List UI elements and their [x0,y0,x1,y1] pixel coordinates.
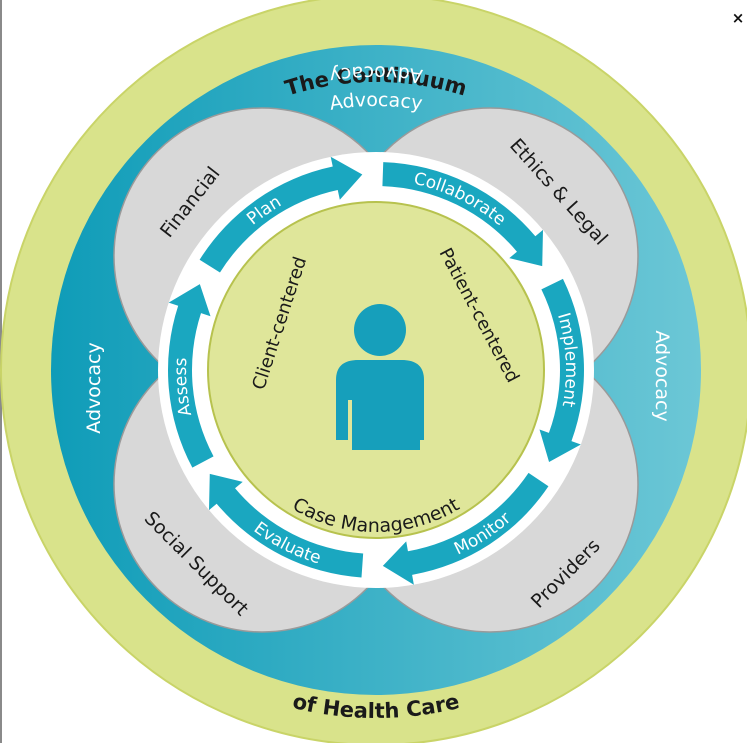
advocacy-label-top: Advocacy [328,89,424,115]
advocacy-label-left: Advocacy [83,342,105,433]
close-button[interactable]: × [731,9,745,27]
arrow-implement [539,278,584,463]
arrow-assess [168,284,214,468]
advocacy-label-bottom: Advocacy [328,61,424,87]
arrow-evaluate [209,473,364,578]
arrow-monitor [382,472,549,585]
cycle-arrows [168,156,584,585]
person-icon [336,304,424,450]
arrow-collaborate [382,162,543,267]
arrow-plan [199,156,363,273]
advocacy-label-right: Advocacy [651,330,673,421]
